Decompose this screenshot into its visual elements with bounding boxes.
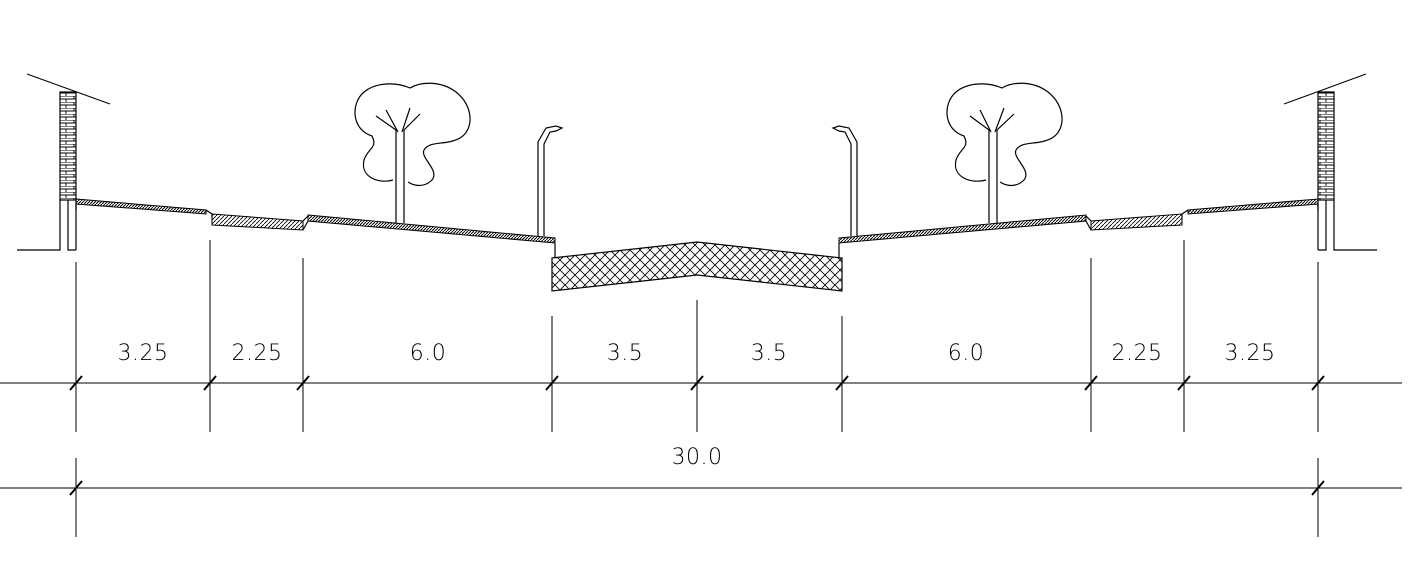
dimension-labels: 3.25 2.25 6.0 3.5 3.5 6.0 2.25 3.25 30.0	[118, 341, 1276, 470]
dim-label-left-carriageway: 3.5	[607, 341, 644, 366]
dimension-tick	[203, 375, 217, 391]
right-street-lamp-icon	[831, 125, 858, 236]
dimension-tick	[835, 375, 849, 391]
left-street-lamp-icon	[537, 125, 564, 236]
left-green-belt	[302, 214, 556, 244]
dim-label-right-bike-lane: 2.25	[1112, 341, 1163, 366]
central-carriageway	[551, 241, 843, 292]
right-sidewalk	[1187, 198, 1319, 215]
dim-label-right-carriageway: 3.5	[751, 341, 788, 366]
dim-label-total-width: 30.0	[672, 445, 723, 470]
dimension-tick	[1084, 375, 1098, 391]
dim-label-left-sidewalk: 3.25	[118, 341, 169, 366]
dimension-tick	[545, 375, 559, 391]
dim-label-left-bike-lane: 2.25	[232, 341, 283, 366]
left-bike-lane	[205, 209, 304, 231]
dimension-tick	[1311, 480, 1325, 496]
left-tree-icon	[354, 82, 471, 223]
right-green-belt	[838, 214, 1092, 244]
right-bike-lane	[1090, 209, 1189, 231]
dimension-lines	[0, 240, 1402, 537]
dimension-tick	[1177, 375, 1191, 391]
dim-label-right-green-belt: 6.0	[948, 341, 985, 366]
dimension-tick	[69, 375, 83, 391]
right-building	[1283, 73, 1377, 251]
dimension-tick	[690, 375, 704, 391]
dimension-tick	[1311, 375, 1325, 391]
dim-label-right-sidewalk: 3.25	[1225, 341, 1276, 366]
left-sidewalk	[75, 198, 207, 215]
dimension-tick	[69, 480, 83, 496]
left-building	[17, 73, 111, 251]
right-tree-icon	[946, 82, 1063, 223]
dimension-tick	[296, 375, 310, 391]
dim-label-left-green-belt: 6.0	[410, 341, 447, 366]
